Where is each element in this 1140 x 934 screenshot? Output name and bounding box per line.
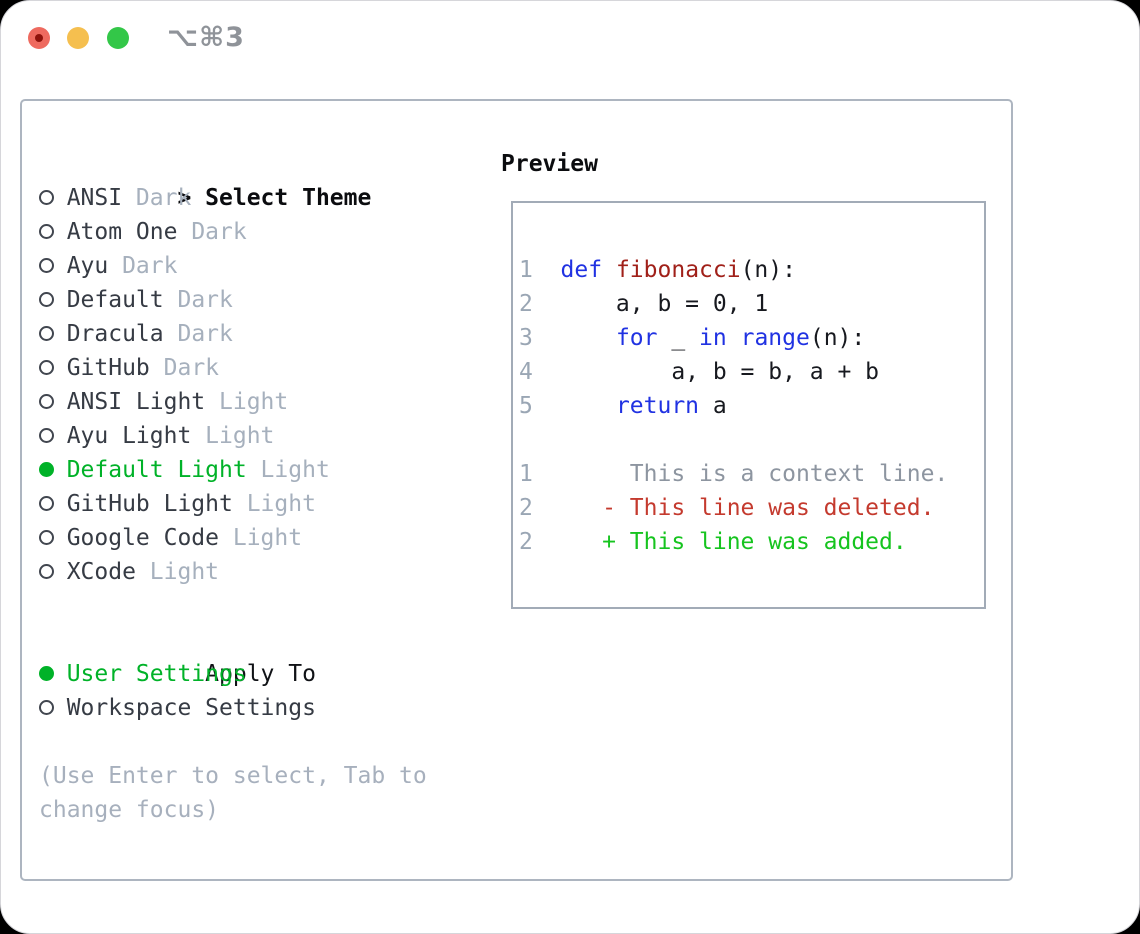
theme-item-default-dark[interactable]: Default Dark	[39, 283, 427, 317]
apply-option-user-settings[interactable]: User Settings	[39, 657, 427, 691]
code-line: 2 + This line was added.	[519, 529, 907, 555]
theme-item-ayu-light[interactable]: Ayu Light Light	[39, 419, 427, 453]
theme-item-ayu-dark[interactable]: Ayu Dark	[39, 249, 427, 283]
code-line: 4 a, b = b, a + b	[519, 359, 880, 385]
option-label: GitHub	[66, 355, 150, 381]
variant-tag: Dark	[149, 355, 220, 381]
prompt-arrow-icon: >	[177, 185, 192, 211]
window-title: ⌥⌘3	[167, 22, 245, 53]
option-label: Atom One	[66, 219, 178, 245]
variant-tag: Dark	[108, 253, 178, 279]
radio-icon	[39, 487, 67, 521]
radio-selected-icon	[39, 453, 67, 487]
theme-item-ansi-dark[interactable]: ANSI Dark	[39, 181, 427, 215]
option-label: User Settings	[66, 661, 247, 687]
theme-item-ansi-light[interactable]: ANSI Light Light	[39, 385, 427, 419]
apply-to-title: Apply To	[205, 661, 316, 687]
help-line-2: change focus)	[39, 797, 220, 823]
option-label: GitHub Light	[66, 491, 233, 517]
close-dot-icon	[35, 34, 43, 42]
option-label: Workspace Settings	[66, 695, 316, 721]
variant-tag: Light	[246, 457, 330, 483]
apply-to-header: Apply To	[39, 623, 427, 687]
preview-pane: 1 def fibonacci(n): 2 a, b = 0, 1 3 for _ …	[511, 201, 986, 609]
code-line: 2 - This line was deleted.	[519, 495, 935, 521]
code-line: 3 for _ in range(n):	[519, 325, 866, 351]
help-text: (Use Enter to select, Tab to change focu…	[39, 759, 427, 827]
theme-item-atom-one-dark[interactable]: Atom One Dark	[39, 215, 427, 249]
select-theme-title: Select Theme	[205, 185, 372, 211]
code-line	[519, 423, 984, 457]
radio-icon	[39, 249, 67, 283]
radio-icon	[39, 555, 67, 589]
code-line: 1 def fibonacci(n):	[519, 257, 796, 283]
minimize-button[interactable]	[67, 27, 89, 49]
code-line: 1 This is a context line.	[519, 461, 949, 487]
spacer	[39, 725, 427, 759]
code-preview: 1 def fibonacci(n): 2 a, b = 0, 1 3 for _ …	[519, 219, 984, 559]
radio-icon	[39, 181, 67, 215]
help-line-1: (Use Enter to select, Tab to	[39, 763, 427, 789]
radio-icon	[39, 215, 67, 249]
close-button[interactable]	[28, 27, 50, 49]
code-line	[519, 219, 984, 253]
option-label: Ayu	[66, 253, 109, 279]
variant-tag: Light	[205, 389, 289, 415]
select-theme-header: > Select Theme	[39, 147, 427, 211]
radio-icon	[39, 317, 67, 351]
radio-icon	[39, 691, 67, 725]
apply-option-workspace-settings[interactable]: Workspace Settings	[39, 691, 427, 725]
theme-item-google-code[interactable]: Google Code Light	[39, 521, 427, 555]
option-label: Ayu Light	[66, 423, 192, 449]
radio-selected-icon	[39, 657, 67, 691]
theme-item-default-light[interactable]: Default Light Light	[39, 453, 427, 487]
zoom-button[interactable]	[107, 27, 129, 49]
theme-item-xcode[interactable]: XCode Light	[39, 555, 427, 589]
theme-item-github-dark[interactable]: GitHub Dark	[39, 351, 427, 385]
option-label: ANSI Light	[66, 389, 206, 415]
variant-tag: Dark	[122, 185, 192, 211]
radio-icon	[39, 419, 67, 453]
variant-tag: Dark	[163, 321, 233, 347]
variant-tag: Dark	[177, 219, 247, 245]
variant-tag: Light	[219, 525, 303, 551]
theme-item-dracula-dark[interactable]: Dracula Dark	[39, 317, 427, 351]
option-label: Default	[66, 287, 164, 313]
variant-tag: Light	[232, 491, 316, 517]
option-label: Dracula	[66, 321, 164, 347]
code-line: 2 a, b = 0, 1	[519, 291, 769, 317]
option-label: XCode	[66, 559, 136, 585]
radio-icon	[39, 385, 67, 419]
option-label: Default Light	[66, 457, 247, 483]
spacer	[39, 589, 427, 623]
preview-title: Preview	[501, 151, 598, 177]
radio-icon	[39, 351, 67, 385]
option-label: ANSI	[66, 185, 123, 211]
radio-icon	[39, 521, 67, 555]
variant-tag: Dark	[163, 287, 233, 313]
theme-item-github-light[interactable]: GitHub Light Light	[39, 487, 427, 521]
radio-icon	[39, 283, 67, 317]
variant-tag: Light	[191, 423, 275, 449]
code-line: 5 return a	[519, 393, 727, 419]
variant-tag: Light	[135, 559, 220, 585]
option-label: Google Code	[66, 525, 220, 551]
